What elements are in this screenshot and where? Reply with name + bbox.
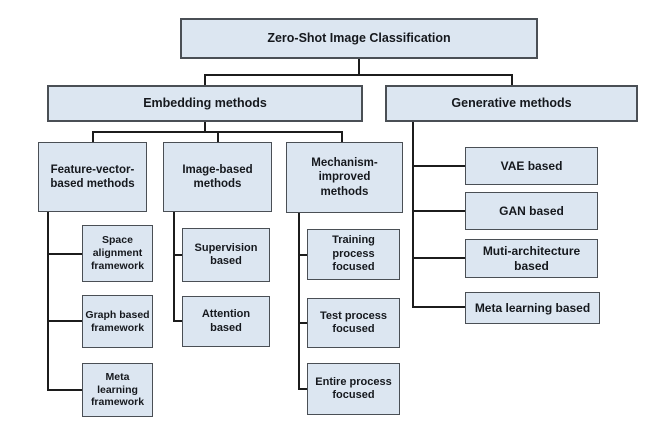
- node-mechanism-improved-methods: Mechanism- improved methods: [286, 142, 403, 213]
- connector-embedding-stem: [204, 122, 206, 132]
- node-graph-based-framework: Graph based framework: [82, 295, 153, 348]
- connector-stub-vae: [412, 165, 465, 167]
- connector-stub-attention: [173, 320, 182, 322]
- connector-image-rail: [173, 212, 175, 322]
- connector-drop-mechanism: [341, 131, 343, 142]
- node-image-based-methods: Image-based methods: [163, 142, 272, 212]
- node-muti-architecture-based: Muti-architecture based: [465, 239, 598, 278]
- connector-feature-rail: [47, 212, 49, 390]
- connector-stub-meta-based: [412, 306, 465, 308]
- connector-root-crossbar: [204, 74, 512, 76]
- node-meta-learning-based: Meta learning based: [465, 292, 600, 324]
- connector-root-stem: [358, 59, 360, 75]
- connector-stub-test: [298, 322, 307, 324]
- connector-drop-generative: [511, 74, 513, 85]
- node-feature-vector-based-methods: Feature-vector- based methods: [38, 142, 147, 212]
- connector-stub-training: [298, 254, 307, 256]
- node-space-alignment-framework: Space alignment framework: [82, 225, 153, 282]
- connector-generative-rail: [412, 122, 414, 307]
- node-generative-methods: Generative methods: [385, 85, 638, 122]
- connector-drop-embedding: [204, 74, 206, 85]
- node-meta-learning-framework: Meta learning framework: [82, 363, 153, 417]
- node-test-process-focused: Test process focused: [307, 298, 400, 348]
- connector-stub-entire: [298, 388, 307, 390]
- connector-drop-feature: [92, 131, 94, 142]
- node-embedding-methods: Embedding methods: [47, 85, 363, 122]
- node-vae-based: VAE based: [465, 147, 598, 185]
- node-gan-based: GAN based: [465, 192, 598, 230]
- connector-stub-gan: [412, 210, 465, 212]
- node-entire-process-focused: Entire process focused: [307, 363, 400, 415]
- node-supervision-based: Supervision based: [182, 228, 270, 282]
- connector-stub-meta-framework: [47, 389, 82, 391]
- connector-drop-image: [217, 131, 219, 142]
- connector-mechanism-rail: [298, 213, 300, 389]
- node-training-process-focused: Training process focused: [307, 229, 400, 280]
- node-zero-shot-image-classification: Zero-Shot Image Classification: [180, 18, 538, 59]
- connector-stub-supervision: [173, 254, 182, 256]
- node-attention-based: Attention based: [182, 296, 270, 347]
- connector-stub-muti: [412, 257, 465, 259]
- connector-stub-graph-based: [47, 320, 82, 322]
- connector-stub-space-alignment: [47, 253, 82, 255]
